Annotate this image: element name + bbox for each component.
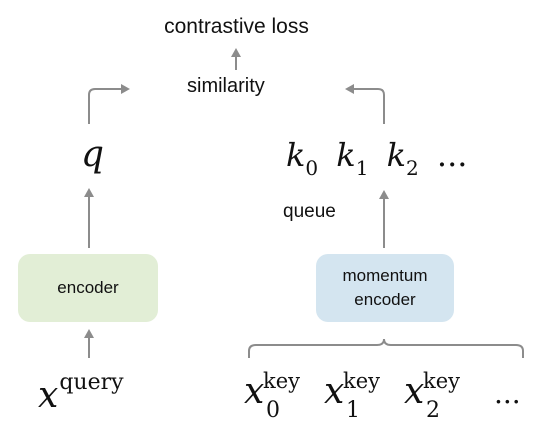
key-1-sub: 1 bbox=[355, 156, 369, 180]
arrow-keys-to-similarity bbox=[345, 84, 385, 124]
x-key-1-sup: key bbox=[343, 369, 381, 393]
x-key-2-base: x bbox=[404, 371, 425, 412]
x-key-1-base: x bbox=[324, 371, 345, 412]
x-query-sup: query bbox=[59, 370, 124, 395]
x-key-0-sup: key bbox=[263, 369, 301, 393]
similarity-label: similarity bbox=[187, 75, 265, 97]
x-query-base: x bbox=[38, 375, 59, 416]
arrow-q-to-similarity bbox=[88, 84, 130, 124]
key-0: k0 bbox=[286, 139, 318, 178]
contrastive-loss-label: contrastive loss bbox=[164, 15, 309, 38]
key-2: k2 bbox=[387, 139, 419, 178]
key-0-base: k bbox=[286, 136, 306, 174]
encoder-label: encoder bbox=[57, 278, 119, 297]
encoder-box: encoder bbox=[18, 254, 158, 322]
x-key-0-sub: 0 bbox=[266, 398, 280, 423]
keys-row: k0 k1 k2 ... bbox=[286, 139, 467, 178]
brace-x-keys bbox=[248, 338, 524, 358]
x-query: xquery bbox=[38, 372, 124, 416]
key-2-base: k bbox=[386, 136, 406, 174]
queue-label: queue bbox=[283, 201, 336, 222]
momentum-encoder-box: momentum encoder bbox=[316, 254, 454, 322]
x-key-1-sub: 1 bbox=[346, 398, 360, 423]
key-0-sub: 0 bbox=[305, 156, 319, 180]
x-key-2-sub: 2 bbox=[426, 398, 440, 423]
key-1-base: k bbox=[336, 136, 356, 174]
key-1: k1 bbox=[336, 139, 368, 178]
x-key-0-base: x bbox=[244, 371, 265, 412]
x-keys-ellipsis: ... bbox=[494, 377, 521, 410]
x-key-2-sup: key bbox=[423, 369, 461, 393]
key-2-sub: 2 bbox=[405, 156, 419, 180]
momentum-encoder-label: momentum encoder bbox=[342, 266, 428, 309]
keys-ellipsis: ... bbox=[436, 136, 468, 174]
query-symbol: q bbox=[81, 134, 105, 175]
